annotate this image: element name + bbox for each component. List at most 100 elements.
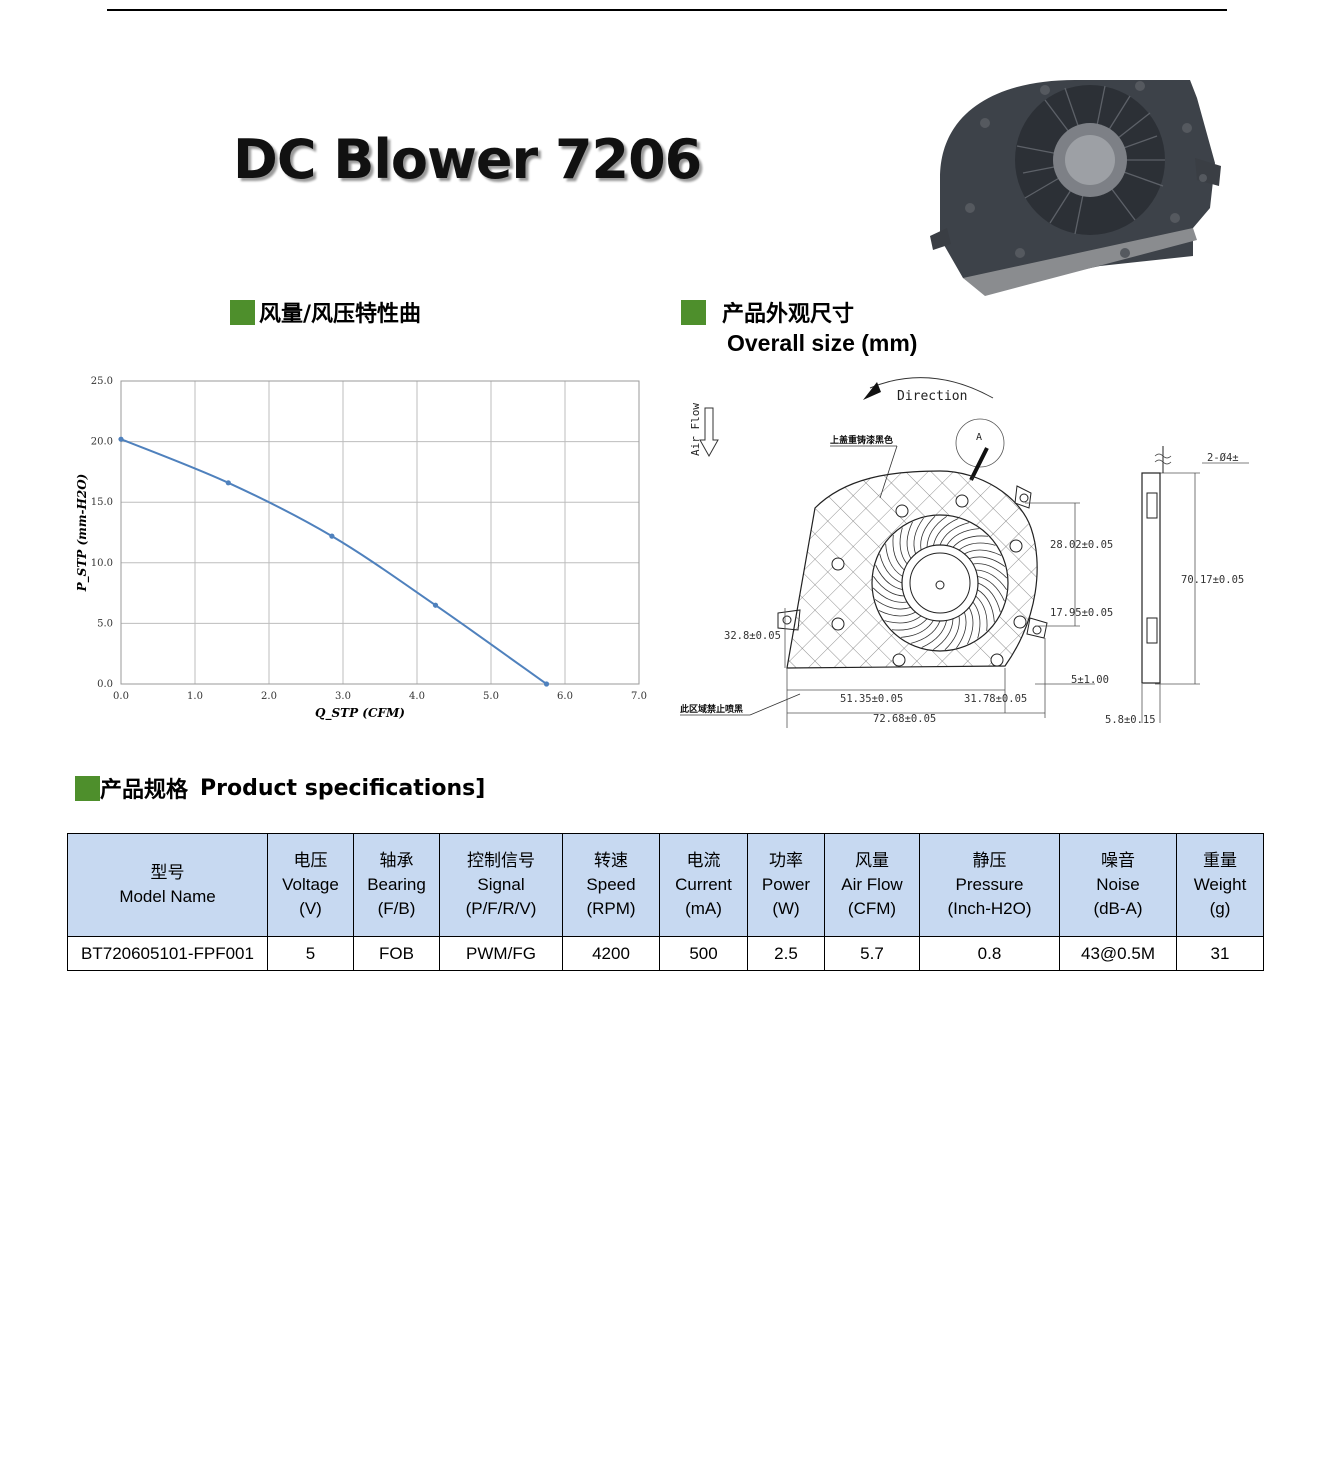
- dim-hole: 2-Ø4±: [1207, 452, 1239, 464]
- plot-frame: [120, 380, 640, 685]
- impeller-blade: [977, 582, 1001, 613]
- impeller-blade: [964, 549, 1002, 556]
- y-tick-label: 5.0: [97, 618, 113, 629]
- header-en: Signal: [477, 875, 525, 894]
- header-unit: (V): [299, 899, 322, 918]
- data-point: [432, 602, 439, 608]
- header-cn: 型号: [150, 863, 185, 882]
- header-unit: (g): [1209, 899, 1231, 918]
- impeller-blade: [977, 589, 995, 623]
- table-cell: 4200: [562, 936, 660, 971]
- document-title: DC Blower 7206: [233, 128, 702, 191]
- header-unit: (CFM): [847, 899, 897, 918]
- y-tick-label: 0.0: [97, 679, 113, 690]
- impeller-blade: [958, 542, 996, 551]
- header-cn: 电压: [293, 851, 328, 870]
- heading-marker: [75, 775, 100, 801]
- table-cell: BT720605101-FPF001: [67, 936, 268, 971]
- dim-51-35: 51.35±0.05: [840, 693, 903, 705]
- header-cell: 型号 Model Name: [67, 833, 268, 937]
- table-cell: 43@0.5M: [1059, 936, 1177, 971]
- impeller-blade: [977, 576, 1005, 602]
- impeller-blade: [906, 521, 913, 559]
- header-cn: 电流: [686, 851, 721, 870]
- heading-marker: [681, 299, 706, 325]
- data-point: [225, 480, 231, 486]
- spec-heading-cn: 产品规格: [100, 778, 189, 803]
- header-cn: 风量: [855, 851, 889, 870]
- x-tick-label: 6.0: [557, 691, 573, 702]
- header-cn: 控制信号: [467, 851, 535, 870]
- header-unit: (RPM): [586, 899, 636, 918]
- impeller-blade: [939, 522, 970, 546]
- header-unit: (F/B): [377, 899, 416, 918]
- impeller-blade: [946, 528, 980, 546]
- detail-label: A: [976, 432, 982, 443]
- header-cn: 静压: [972, 851, 1007, 870]
- x-tick-label: 2.0: [261, 691, 277, 702]
- dim-17-95: 17.95±0.05: [1050, 607, 1113, 619]
- impeller-blade: [899, 527, 908, 565]
- spec-heading-en: Product specifications]: [200, 775, 486, 801]
- note-bottom: 此区域禁止喷黑: [680, 703, 743, 715]
- impeller-blade: [944, 615, 960, 651]
- impeller-blade: [913, 517, 924, 555]
- size-heading-en: Overall size (mm): [727, 330, 918, 356]
- header-en: Bearing: [367, 875, 426, 894]
- impeller-blade: [910, 620, 941, 644]
- data-point: [329, 533, 335, 539]
- impeller-blade: [885, 543, 903, 577]
- impeller-blade: [926, 516, 947, 548]
- impeller-blade: [933, 518, 959, 546]
- dim-28-02: 28.02±0.05: [1050, 539, 1113, 551]
- impeller-blade: [884, 615, 922, 624]
- direction-label: Direction: [897, 389, 967, 404]
- curve-section-heading: 风量/风压特性曲: [230, 296, 421, 328]
- header-unit: (P/F/R/V): [465, 899, 537, 918]
- impeller-blade: [892, 534, 905, 571]
- header-cell: 轴承 Bearing (F/B): [353, 833, 440, 937]
- table-cell: 2.5: [747, 936, 825, 971]
- header-en: Power: [761, 875, 811, 894]
- table-cell: 0.8: [919, 936, 1060, 971]
- x-tick-label: 1.0: [187, 691, 203, 702]
- header-cn: 轴承: [379, 851, 414, 870]
- header-cn: 重量: [1203, 851, 1237, 870]
- dimension-drawing: Direction Air Flow 上盖重铸漆黑色 A: [680, 377, 1249, 728]
- y-tick-label: 20.0: [91, 437, 113, 448]
- impeller-blade: [874, 599, 912, 610]
- airflow-label: Air Flow: [689, 403, 702, 456]
- x-tick-label: 0.0: [113, 691, 129, 702]
- y-tick-label: 10.0: [91, 558, 113, 569]
- table-cell: 31: [1176, 936, 1264, 971]
- table-cell: PWM/FG: [439, 936, 563, 971]
- impeller-blade: [975, 569, 1007, 590]
- impeller-blade: [879, 553, 903, 584]
- header-unit: (Inch-H2O): [947, 899, 1032, 918]
- table-cell: 5: [267, 936, 354, 971]
- impeller-blade: [952, 535, 989, 548]
- data-point: [118, 436, 124, 442]
- impeller-blade: [878, 610, 916, 617]
- size-section-heading: 产品外观尺寸: [681, 296, 854, 328]
- header-en: Model Name: [119, 887, 216, 906]
- header-en: Weight: [1193, 875, 1247, 894]
- impeller-blade: [967, 607, 974, 645]
- impeller-blade: [921, 620, 947, 648]
- dim-5: 5±1.00: [1071, 674, 1109, 686]
- table-cell: FOB: [353, 936, 440, 971]
- product-photo: [930, 80, 1221, 296]
- y-axis-label: P_STP (mm-H2O): [75, 474, 90, 593]
- impeller-blade: [975, 595, 988, 632]
- impeller-blade: [891, 618, 928, 631]
